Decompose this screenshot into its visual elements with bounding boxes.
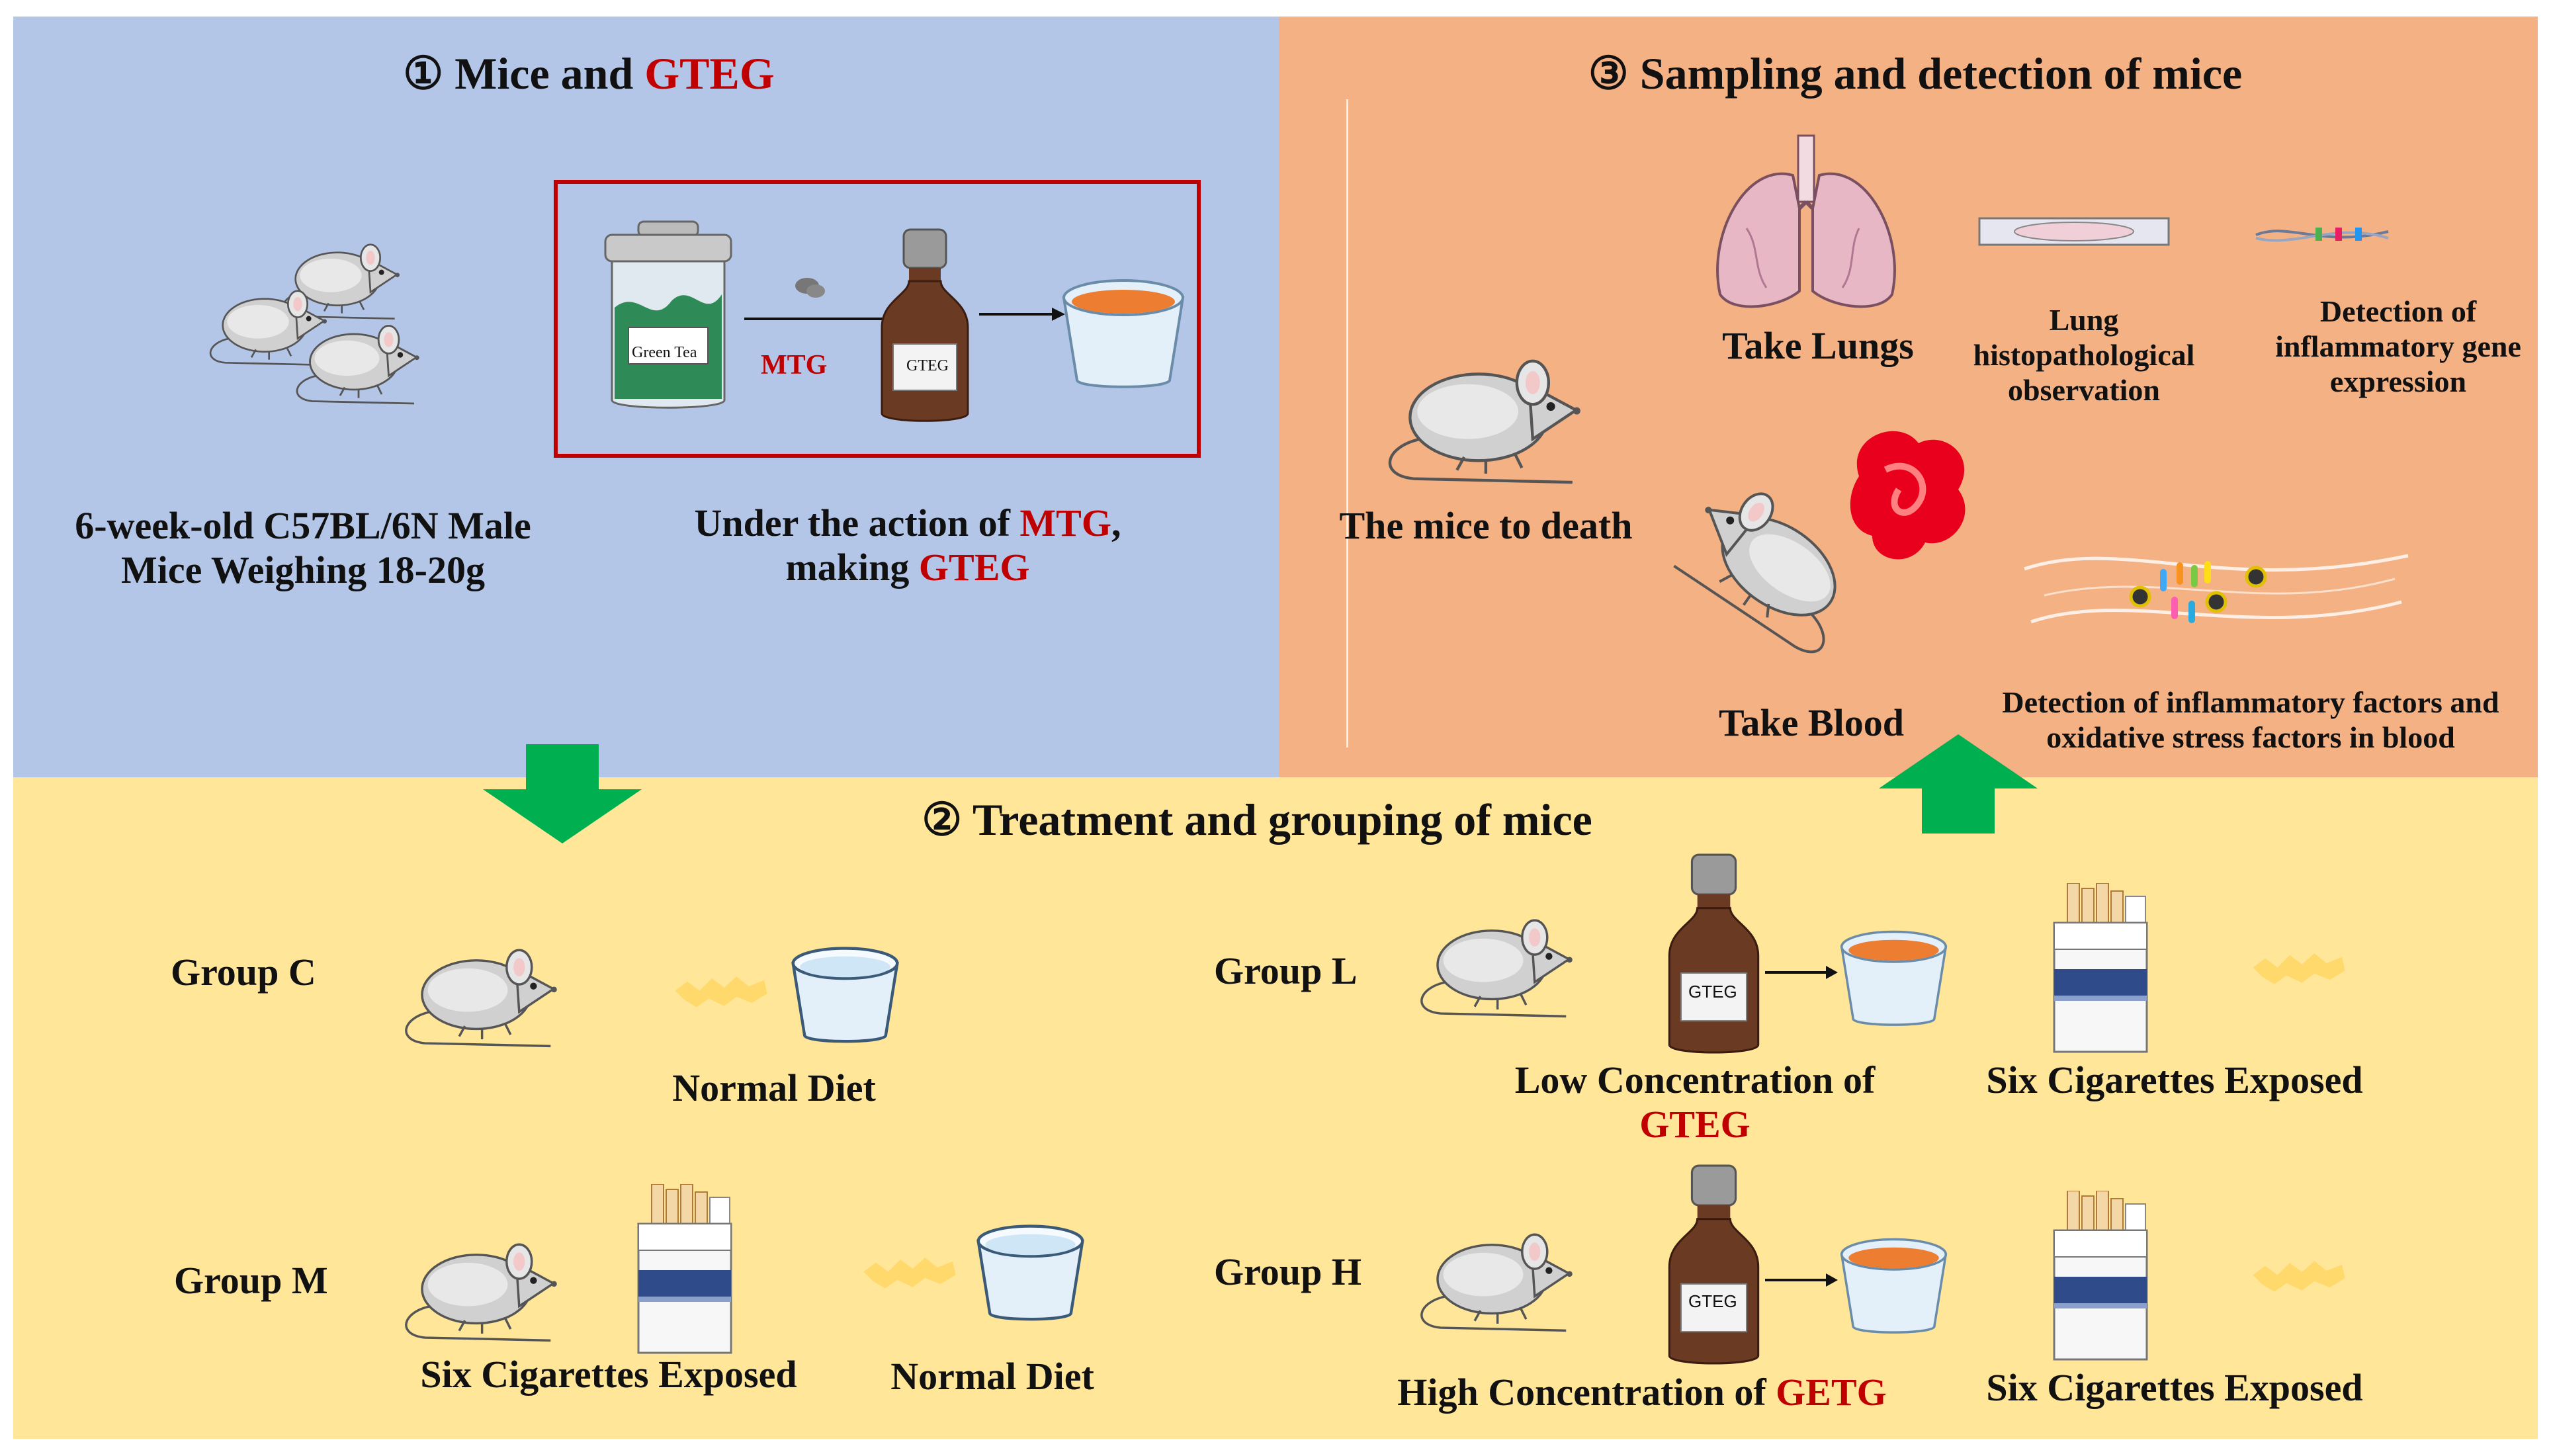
green-down-arrow: [483, 744, 642, 843]
microscope-slide-icon: [1978, 217, 2170, 246]
group-m-smoke-label: Six Cigarettes Exposed: [420, 1353, 797, 1396]
group-h-gteg-bottle-icon: [1668, 1164, 1760, 1365]
group-l-concentration: Low Concentration of GTEG: [1515, 1058, 1876, 1146]
lung-histo-line2: histopathological: [1973, 337, 2195, 372]
group-m-smoke-icon: [863, 1258, 956, 1289]
mice-caption-line1: 6-week-old C57BL/6N Male: [75, 504, 531, 547]
green-up-arrow: [1879, 734, 2038, 834]
mouse-sacrificed-icon: [1369, 331, 1588, 490]
group-l-conc-line2: GTEG: [1639, 1102, 1751, 1146]
gene-line1: Detection of: [2319, 294, 2477, 328]
action-caption: Under the action of MTG, making GTEG: [695, 501, 1121, 589]
mouse-caption: The mice to death: [1339, 504, 1633, 547]
blood-line2: oxidative stress factors in blood: [2046, 720, 2455, 754]
group-l-cigarettes-icon: [2053, 883, 2148, 1053]
section1-title-highlight: GTEG: [644, 48, 775, 99]
action-caption-line1: Under the action of MTG,: [695, 501, 1121, 546]
blood-vessel-cells-icon: [2024, 554, 2409, 624]
green-tea-jar-icon: [604, 220, 732, 409]
dna-strand-icon: [2255, 228, 2389, 242]
group-h-concentration: High Concentration of GETG: [1397, 1371, 1887, 1415]
lung-histo-line3: observation: [2007, 372, 2160, 407]
group-l-gteg-bottle-icon: [1668, 853, 1760, 1054]
lungs-icon: [1716, 134, 1896, 308]
action-caption-line2-prefix: making: [785, 545, 919, 589]
divider-line: [1346, 99, 1348, 748]
gene-detection-label: Detection of inflammatory gene expressio…: [2275, 294, 2521, 400]
gene-line3: expression: [2329, 364, 2467, 398]
group-h-gteg-cup-icon: .liquid{fill:#ed7d31;}: [1840, 1238, 1947, 1334]
section2-title-text: Treatment and grouping of mice: [972, 794, 1592, 845]
section1-number: ①: [403, 48, 444, 99]
action-caption-comma: ,: [1111, 501, 1121, 544]
gteg-cup-icon: .liquid{fill:#ed7d31;}: [1062, 279, 1184, 388]
group-l-arrow: [1765, 966, 1838, 979]
section1-title-main: Mice and: [454, 48, 645, 99]
group-h-smoke-label: Six Cigarettes Exposed: [1986, 1366, 2363, 1409]
group-m-cigarettes-icon: [637, 1184, 732, 1354]
group-h-smoke-icon: [2253, 1261, 2345, 1292]
lung-histo-label: Lung histopathological observation: [1973, 303, 2195, 408]
bottle-to-cup-arrow: [979, 308, 1065, 321]
gteg-preparation-box: [554, 180, 1201, 458]
group-l-mouse-icon: [1420, 919, 1574, 1018]
group-c-mouse-icon: [405, 949, 558, 1048]
take-blood-label: Take Blood: [1719, 701, 1904, 744]
group-h-arrow: [1765, 1273, 1838, 1287]
group-l-smoke-label: Six Cigarettes Exposed: [1986, 1058, 2363, 1101]
group-m-mouse-icon: [405, 1243, 558, 1342]
blood-sampling-mouse-icon: [1666, 431, 1966, 664]
gene-line2: inflammatory gene: [2275, 329, 2521, 363]
action-caption-prefix: Under the action of: [694, 501, 1020, 544]
group-c-water-cup-icon: .liquid{fill:#ed7d31;}: [791, 947, 899, 1043]
section2-title: ② Treatment and grouping of mice: [922, 794, 1592, 845]
mice-caption: 6-week-old C57BL/6N Male Mice Weighing 1…: [75, 504, 531, 592]
group-h-conc-highlight: GETG: [1776, 1371, 1887, 1414]
mtg-arrow-label: MTG: [761, 350, 828, 380]
section1-title: ① Mice and GTEG: [403, 48, 775, 99]
section3-title-text: Sampling and detection of mice: [1639, 48, 2243, 99]
section3-title: ③ Sampling and detection of mice: [1588, 48, 2242, 99]
group-h-bottle-label: GTEG: [1688, 1291, 1737, 1311]
group-l-name: Group L: [1214, 949, 1358, 992]
gteg-bottle-icon: [881, 228, 969, 422]
group-l-gteg-cup-icon: .liquid{fill:#ed7d31;}: [1840, 930, 1947, 1026]
take-lungs-label: Take Lungs: [1722, 324, 1914, 367]
action-caption-mtg: MTG: [1019, 501, 1111, 544]
group-m-diet: Normal Diet: [890, 1355, 1094, 1398]
jar-label: Green Tea: [632, 344, 697, 361]
blood-detection-label: Detection of inflammatory factors and ox…: [2002, 685, 2499, 755]
section3-number: ③: [1588, 48, 1629, 99]
group-m-water-cup-icon: [976, 1224, 1084, 1321]
group-c-smoke-icon: [675, 976, 767, 1007]
lung-histo-line1: Lung: [2049, 303, 2119, 337]
group-c-diet: Normal Diet: [672, 1066, 876, 1109]
bottle-label: GTEG: [906, 357, 949, 374]
action-caption-gteg: GTEG: [918, 545, 1030, 589]
group-m-name: Group M: [174, 1259, 328, 1302]
group-l-conc-line1: Low Concentration of: [1514, 1058, 1876, 1101]
action-caption-line2: making GTEG: [695, 546, 1121, 590]
group-l-smoke-icon: [2253, 953, 2345, 984]
mice-caption-line2: Mice Weighing 18-20g: [121, 548, 485, 591]
group-h-mouse-icon: [1420, 1233, 1574, 1332]
mice-group-illustration: [209, 243, 421, 405]
blood-line1: Detection of inflammatory factors and: [2002, 685, 2499, 719]
group-h-conc-prefix: High Concentration of: [1397, 1371, 1776, 1414]
group-c-name: Group C: [171, 951, 316, 994]
group-h-cigarettes-icon: [2053, 1191, 2148, 1361]
group-h-name: Group H: [1214, 1250, 1362, 1293]
group-l-bottle-label: GTEG: [1688, 982, 1737, 1002]
section2-number: ②: [922, 794, 963, 845]
